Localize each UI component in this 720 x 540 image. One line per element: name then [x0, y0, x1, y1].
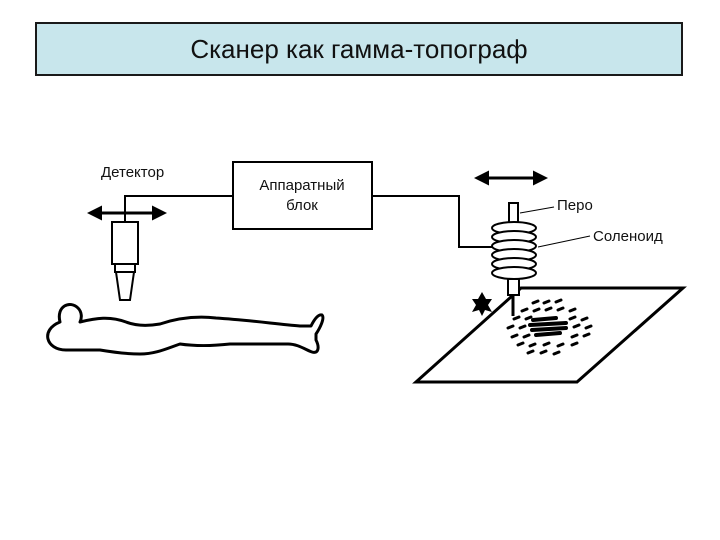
detector-cable	[124, 195, 233, 213]
slide-title-text: Сканер как гамма-топограф	[190, 33, 528, 64]
slide-title: Сканер как гамма-топограф	[35, 22, 683, 76]
solenoid-cable	[372, 195, 493, 248]
scan-pattern	[506, 298, 593, 356]
patient-silhouette	[46, 303, 325, 356]
scan-hotspot	[528, 316, 568, 337]
detector-device	[111, 213, 139, 301]
solenoid	[491, 202, 537, 316]
solenoid-label: Соленоид	[593, 228, 663, 245]
pen-label: Перо	[557, 197, 593, 214]
apparatus-block-label-line1: Аппаратный	[259, 177, 344, 194]
solenoid-leader-line	[537, 235, 591, 248]
star-icon	[472, 292, 492, 316]
apparatus-block	[232, 161, 373, 230]
apparatus-block-label-line2: блок	[286, 197, 318, 214]
pen-leader-line	[519, 206, 555, 214]
detector-label: Детектор	[101, 164, 164, 181]
